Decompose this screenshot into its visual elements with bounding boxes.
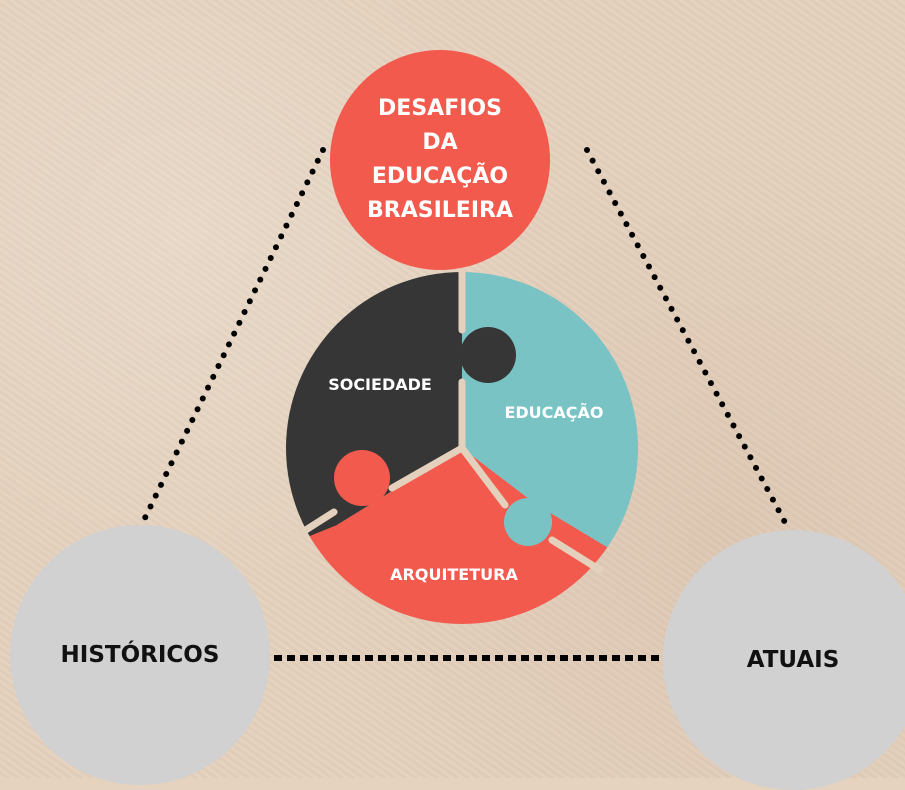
title-line-2: DA [422,130,458,155]
connector-top-left [140,147,326,525]
puzzle-label-educacao: EDUCAÇÃO [504,403,603,422]
atuais-label: ATUAIS [746,647,840,673]
separator-left [286,444,466,544]
title-line-3: EDUCAÇÃO [371,164,509,189]
knob-red-into-dark [334,450,390,506]
title-circle: DESAFIOS DA EDUCAÇÃO BRASILEIRA [330,50,550,270]
title-line-1: DESAFIOS [378,96,502,121]
puzzle-label-sociedade: SOCIEDADE [328,375,432,394]
atuais-circle: ATUAIS [663,530,905,790]
connector-top-right [584,147,791,531]
puzzle-circle: SOCIEDADE EDUCAÇÃO ARQUITETURA [286,268,638,624]
knob-teal-into-red [504,498,552,546]
separator-right [458,444,604,574]
historicos-label: HISTÓRICOS [60,642,220,668]
puzzle-label-arquitetura: ARQUITETURA [390,565,518,584]
historicos-circle: HISTÓRICOS [10,525,270,785]
knob-dark-into-teal [460,327,516,383]
title-line-4: BRASILEIRA [367,198,513,223]
